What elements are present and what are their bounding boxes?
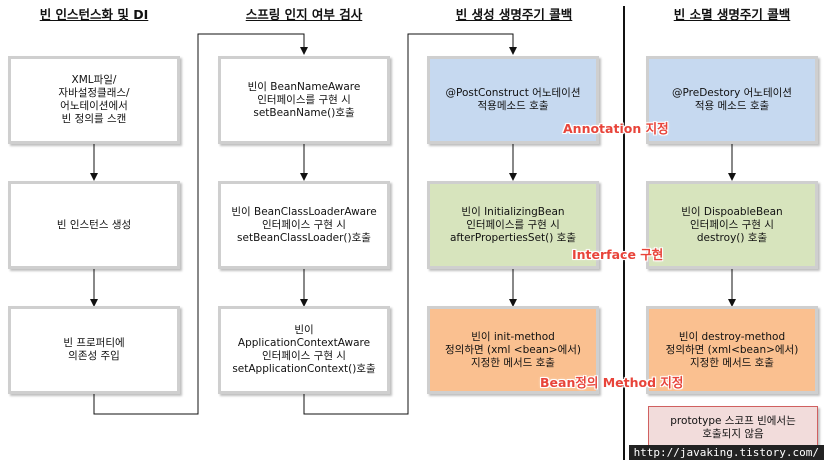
header-aware-check: 스프링 인지 여부 검사	[245, 7, 363, 22]
box-bean-name-aware: 빈이 BeanNameAware 인터페이스를 구현 시 setBeanName…	[218, 56, 390, 144]
header-instantiation: 빈 인스턴스화 및 DI	[39, 7, 149, 22]
arrow-c1-c2	[93, 33, 308, 415]
watermark: http://javaking.tistory.com/	[628, 445, 824, 460]
label-bean-method: Bean정의 Method 지정	[540, 375, 684, 390]
arrow-c2-c3	[303, 33, 517, 415]
label-annotation: Annotation 지정	[563, 121, 669, 136]
header-destroy-callback: 빈 소멸 생명주기 콜백	[673, 7, 791, 22]
box-destroy-method: 빈이 destroy-method 정의하면 (xml<bean>에서) 지정한…	[646, 306, 818, 394]
box-create-instance: 빈 인스턴스 생성	[8, 181, 180, 269]
box-application-context-aware: 빈이 ApplicationContextAware 인터페이스 구현 시 se…	[218, 306, 390, 394]
box-initializing-bean: 빈이 InitializingBean 인터페이스를 구현 시 afterPro…	[427, 181, 599, 269]
box-pre-destroy: @PreDestory 어노테이션 적용 메소드 호출	[646, 56, 818, 144]
box-scan-definitions: XML파일/ 자바설정클래스/ 어노테이션에서 빈 정의를 스캔	[8, 56, 180, 144]
box-disposable-bean: 빈이 DispoableBean 인터페이스 구현 시 destroy() 호출	[646, 181, 818, 269]
box-inject-dependencies: 빈 프로퍼티에 의존성 주입	[8, 306, 180, 394]
box-init-method: 빈이 init-method 정의하면 (xml <bean>에서) 지정한 메…	[427, 306, 599, 394]
box-bean-class-loader-aware: 빈이 BeanClassLoaderAware 인터페이스 구현 시 setBe…	[218, 181, 390, 269]
note-prototype-scope: prototype 스코프 빈에서는 호출되지 않음	[648, 406, 818, 450]
label-interface: Interface 구현	[572, 247, 664, 262]
header-init-callback: 빈 생성 생명주기 콜백	[455, 7, 573, 22]
box-post-construct: @PostConstruct 어노테이션 적용메소드 호출	[427, 56, 599, 144]
